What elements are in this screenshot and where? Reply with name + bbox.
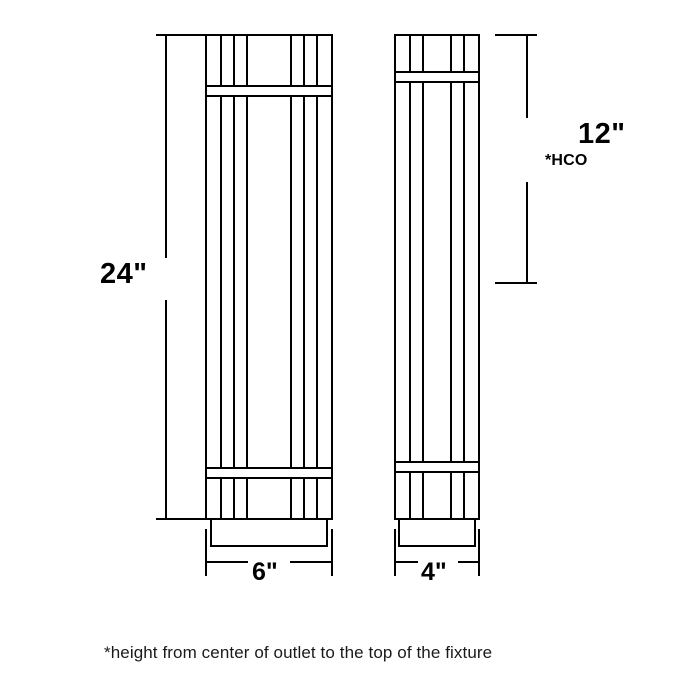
dimension-label-height-overall: 24" xyxy=(100,258,148,290)
dimension-label-width-side: 4" xyxy=(421,558,447,586)
dimension-label-height-from-outlet: 12" xyxy=(578,118,626,150)
footnote-text: *height from center of outlet to the top… xyxy=(104,643,493,662)
front-view-fixture xyxy=(205,34,333,547)
side-view-fixture xyxy=(394,34,480,547)
dimension-height-24 xyxy=(156,34,206,520)
dimension-height-12 xyxy=(495,34,537,284)
dimension-width-4 xyxy=(394,529,480,576)
dimension-width-6 xyxy=(205,529,333,576)
dimension-label-width-front: 6" xyxy=(252,558,278,586)
hco-marker-label: *HCO xyxy=(545,152,588,169)
